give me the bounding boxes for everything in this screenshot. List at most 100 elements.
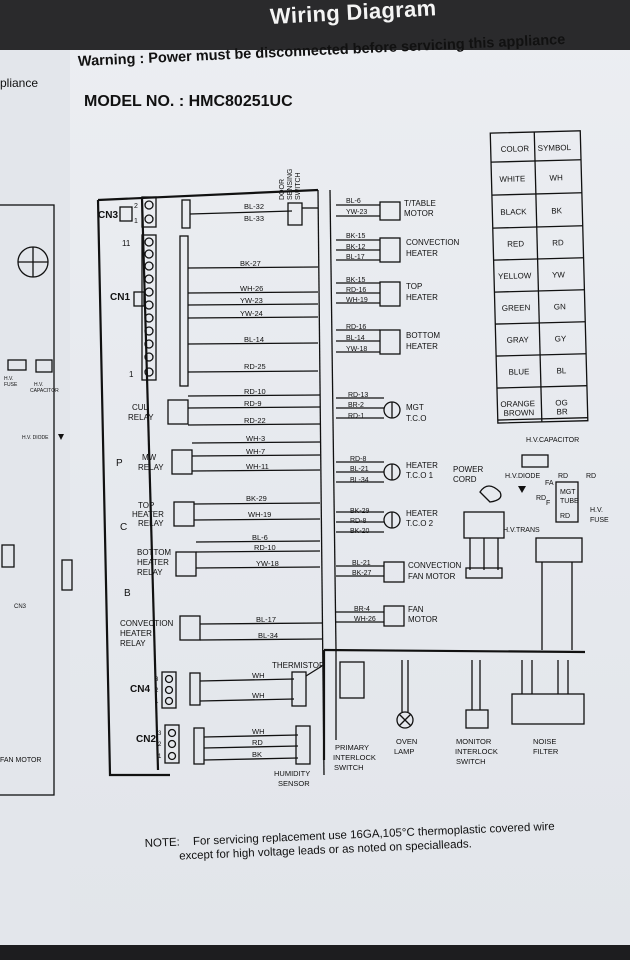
- svg-text:SWITCH: SWITCH: [456, 757, 486, 766]
- color-row-name: ORANGE: [500, 399, 535, 409]
- svg-text:BK-20: BK-20: [350, 528, 370, 535]
- svg-text:BK-29: BK-29: [350, 508, 370, 515]
- heater-tco1-label: HEATER: [406, 461, 438, 470]
- svg-text:RD: RD: [536, 495, 546, 502]
- letter-p: P: [116, 458, 123, 469]
- svg-text:YW-24: YW-24: [240, 309, 263, 318]
- letter-b: B: [124, 588, 131, 599]
- svg-text:CORD: CORD: [453, 475, 477, 484]
- fan-motor-label: FAN: [408, 605, 424, 614]
- svg-text:2: 2: [155, 688, 159, 694]
- monitor-interlock-label: MONITOR: [456, 737, 492, 746]
- svg-text:RD-8: RD-8: [350, 456, 366, 463]
- left-page-text: pliance: [0, 76, 39, 90]
- svg-text:RD: RD: [252, 738, 263, 747]
- color-row-symbol: BR: [556, 407, 568, 416]
- mgt-tco-label: MGT: [406, 403, 424, 412]
- svg-text:DOOR: DOOR: [279, 179, 286, 200]
- svg-text:WH-7: WH-7: [246, 447, 265, 456]
- svg-text:RD: RD: [558, 473, 568, 480]
- svg-text:SENSOR: SENSOR: [278, 779, 310, 788]
- color-row-name: RED: [507, 239, 524, 248]
- svg-text:T.C.O: T.C.O: [406, 414, 426, 423]
- svg-text:RD-16: RD-16: [346, 324, 366, 331]
- svg-text:BL-34: BL-34: [258, 631, 278, 640]
- svg-text:BL-14: BL-14: [346, 335, 365, 342]
- svg-text:2: 2: [158, 742, 162, 748]
- table-header-symbol: SYMBOL: [538, 143, 572, 153]
- svg-text:BL-32: BL-32: [244, 202, 264, 211]
- bottom-edge: [0, 945, 630, 960]
- cn1-label: CN1: [110, 292, 130, 303]
- left-hv-fuse-label: H.V.: [4, 376, 13, 382]
- left-hv-cap-label: H.V.: [34, 382, 43, 388]
- svg-text:HEATER: HEATER: [132, 510, 164, 519]
- svg-text:BK-27: BK-27: [240, 259, 261, 268]
- svg-text:SWITCH: SWITCH: [295, 172, 302, 200]
- svg-text:MOTOR: MOTOR: [408, 615, 438, 624]
- svg-text:INTERLOCK: INTERLOCK: [455, 747, 498, 756]
- cn4-label: CN4: [130, 684, 150, 695]
- color-row-name: GREEN: [502, 303, 531, 313]
- color-row-name: BROWN: [503, 408, 534, 418]
- svg-text:RD: RD: [586, 473, 596, 480]
- svg-text:WH-11: WH-11: [246, 462, 269, 471]
- svg-text:YW-18: YW-18: [346, 346, 367, 353]
- svg-text:BR-4: BR-4: [354, 606, 370, 613]
- bottom-bus: PRIMARY INTERLOCK SWITCH OVEN LAMP MONIT…: [322, 648, 586, 772]
- color-row-name: WHITE: [499, 174, 525, 184]
- svg-text:RD-16: RD-16: [346, 287, 366, 294]
- svg-text:BK-29: BK-29: [246, 494, 267, 503]
- svg-text:TUBE: TUBE: [560, 498, 579, 505]
- cul-relay-label: CUL: [132, 403, 149, 412]
- svg-text:FA: FA: [545, 480, 554, 487]
- svg-text:MOTOR: MOTOR: [404, 209, 434, 218]
- svg-text:RELAY: RELAY: [138, 463, 164, 472]
- svg-text:RD-22: RD-22: [244, 416, 266, 425]
- svg-text:WH: WH: [252, 671, 265, 680]
- svg-text:HEATER: HEATER: [120, 629, 152, 638]
- mgt-tube-label: MGT: [560, 489, 576, 496]
- hv-capacitor-label: H.V.CAPACITOR: [526, 437, 579, 444]
- convection-heater-relay-label: CONVECTION: [120, 619, 174, 628]
- svg-text:WH-26: WH-26: [240, 284, 263, 293]
- svg-text:CAPACITOR: CAPACITOR: [30, 388, 59, 394]
- hv-section: POWER CORD H.V.CAPACITOR H.V.DIODE RD RD…: [453, 437, 609, 650]
- svg-text:1: 1: [129, 370, 134, 379]
- svg-text:RD-13: RD-13: [348, 392, 368, 399]
- svg-text:T.C.O 1: T.C.O 1: [406, 471, 434, 480]
- top-heater-relay-label: TOP: [138, 501, 154, 510]
- svg-text:11: 11: [122, 239, 131, 248]
- svg-text:SWITCH: SWITCH: [334, 763, 364, 772]
- svg-text:T.C.O 2: T.C.O 2: [406, 519, 434, 528]
- color-row-symbol: OG: [555, 398, 568, 407]
- svg-text:FUSE: FUSE: [590, 517, 609, 524]
- svg-text:BL-6: BL-6: [252, 533, 268, 542]
- color-row-name: BLACK: [500, 207, 527, 217]
- svg-text:HEATER: HEATER: [406, 249, 438, 258]
- model-number: MODEL NO. : HMC80251UC: [84, 93, 293, 110]
- header-bar: [0, 0, 630, 50]
- control-board: CN3 2 1 CN1 11 1 CUL RELAY: [96, 188, 319, 777]
- svg-text:WH-3: WH-3: [246, 434, 265, 443]
- svg-text:YW-23: YW-23: [240, 296, 263, 305]
- svg-text:BK-15: BK-15: [346, 233, 366, 240]
- svg-text:BK-27: BK-27: [352, 570, 372, 577]
- svg-text:RELAY: RELAY: [128, 413, 154, 422]
- left-cn3-label: CN3: [14, 604, 27, 610]
- svg-text:RD-1: RD-1: [348, 413, 364, 420]
- color-table: COLOR SYMBOL WHITE WH BLACK BK RED RD YE…: [489, 130, 589, 424]
- svg-text:BL-14: BL-14: [244, 335, 264, 344]
- color-row-symbol: GY: [555, 334, 567, 343]
- right-components: BL-6 YW-23 T/TABLE MOTOR BK-15 BK-12 BL-…: [336, 198, 462, 627]
- svg-text:YW-23: YW-23: [346, 209, 367, 216]
- svg-text:WH-19: WH-19: [248, 510, 271, 519]
- ttable-motor-label: T/TABLE: [404, 199, 436, 208]
- color-row-name: BLUE: [508, 367, 529, 377]
- left-fragment-diagram: H.V. FUSE H.V. CAPACITOR H.V. DIODE CN3 …: [0, 204, 73, 796]
- svg-text:WH-26: WH-26: [354, 616, 376, 623]
- svg-text:SENSING: SENSING: [287, 168, 294, 200]
- svg-text:BK-15: BK-15: [346, 277, 366, 284]
- svg-text:3: 3: [155, 677, 159, 683]
